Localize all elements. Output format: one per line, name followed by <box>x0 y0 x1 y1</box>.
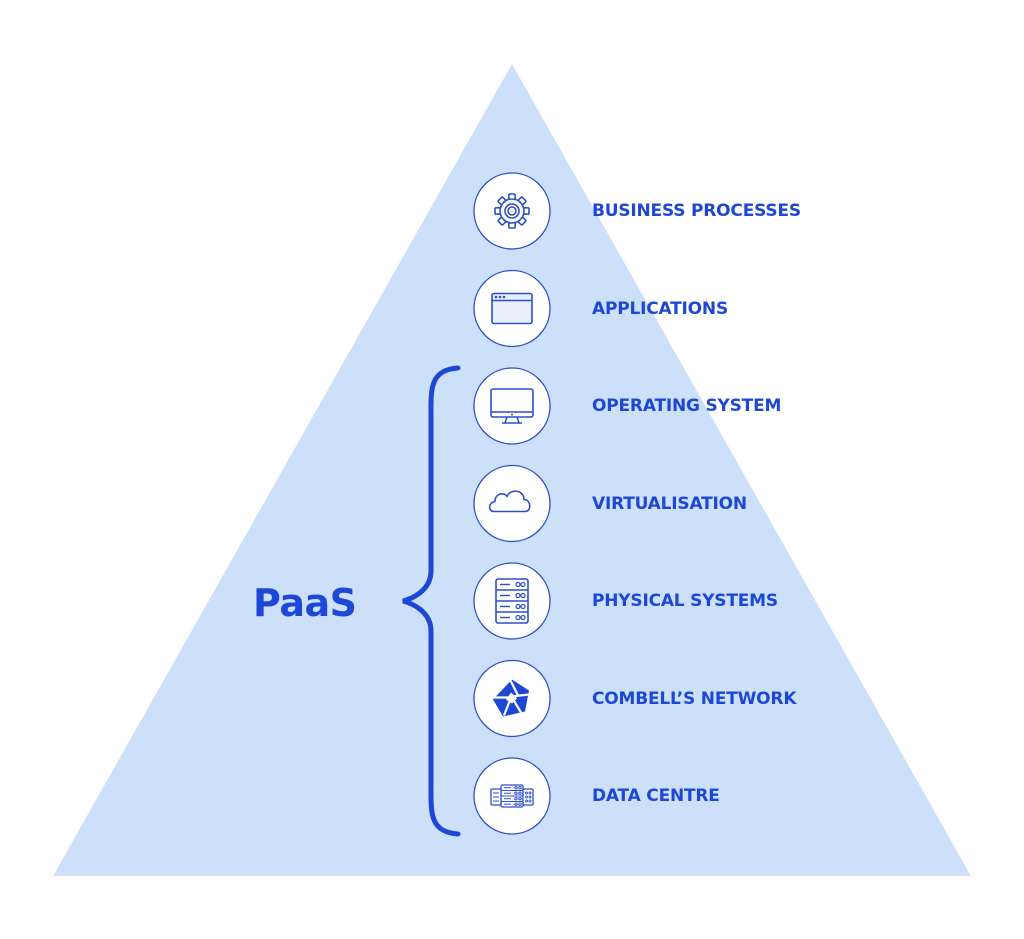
layer-label: APPLICATIONS <box>592 298 728 319</box>
gear-icon <box>494 193 530 229</box>
layer-label: BUSINESS PROCESSES <box>592 201 801 221</box>
paas-group-label: PaaS <box>253 581 357 625</box>
server-rack-icon <box>495 578 529 624</box>
combell-logo-icon <box>493 679 530 717</box>
data-centre-icon <box>490 784 534 808</box>
layer-icon-badge <box>473 659 551 738</box>
layer-icon-badge <box>473 562 551 640</box>
layer-icon-badge <box>473 464 551 543</box>
layer-icon-badge <box>473 757 551 835</box>
layer-label: OPERATING SYSTEM <box>592 396 782 416</box>
cloud-icon <box>488 490 531 513</box>
layer-label: PHYSICAL SYSTEMS <box>592 591 778 611</box>
layer-icon-badge <box>473 172 551 250</box>
layer-icon-badge <box>473 269 551 348</box>
layer-label: VIRTUALISATION <box>592 493 747 514</box>
layer-label: DATA CENTRE <box>592 786 720 806</box>
layer-label: COMBELL’S NETWORK <box>592 688 797 709</box>
monitor-icon <box>490 388 534 424</box>
browser-window-icon <box>491 292 533 325</box>
layer-icon-badge <box>473 367 551 445</box>
paas-bracket <box>402 365 461 837</box>
icon-column <box>473 172 551 835</box>
